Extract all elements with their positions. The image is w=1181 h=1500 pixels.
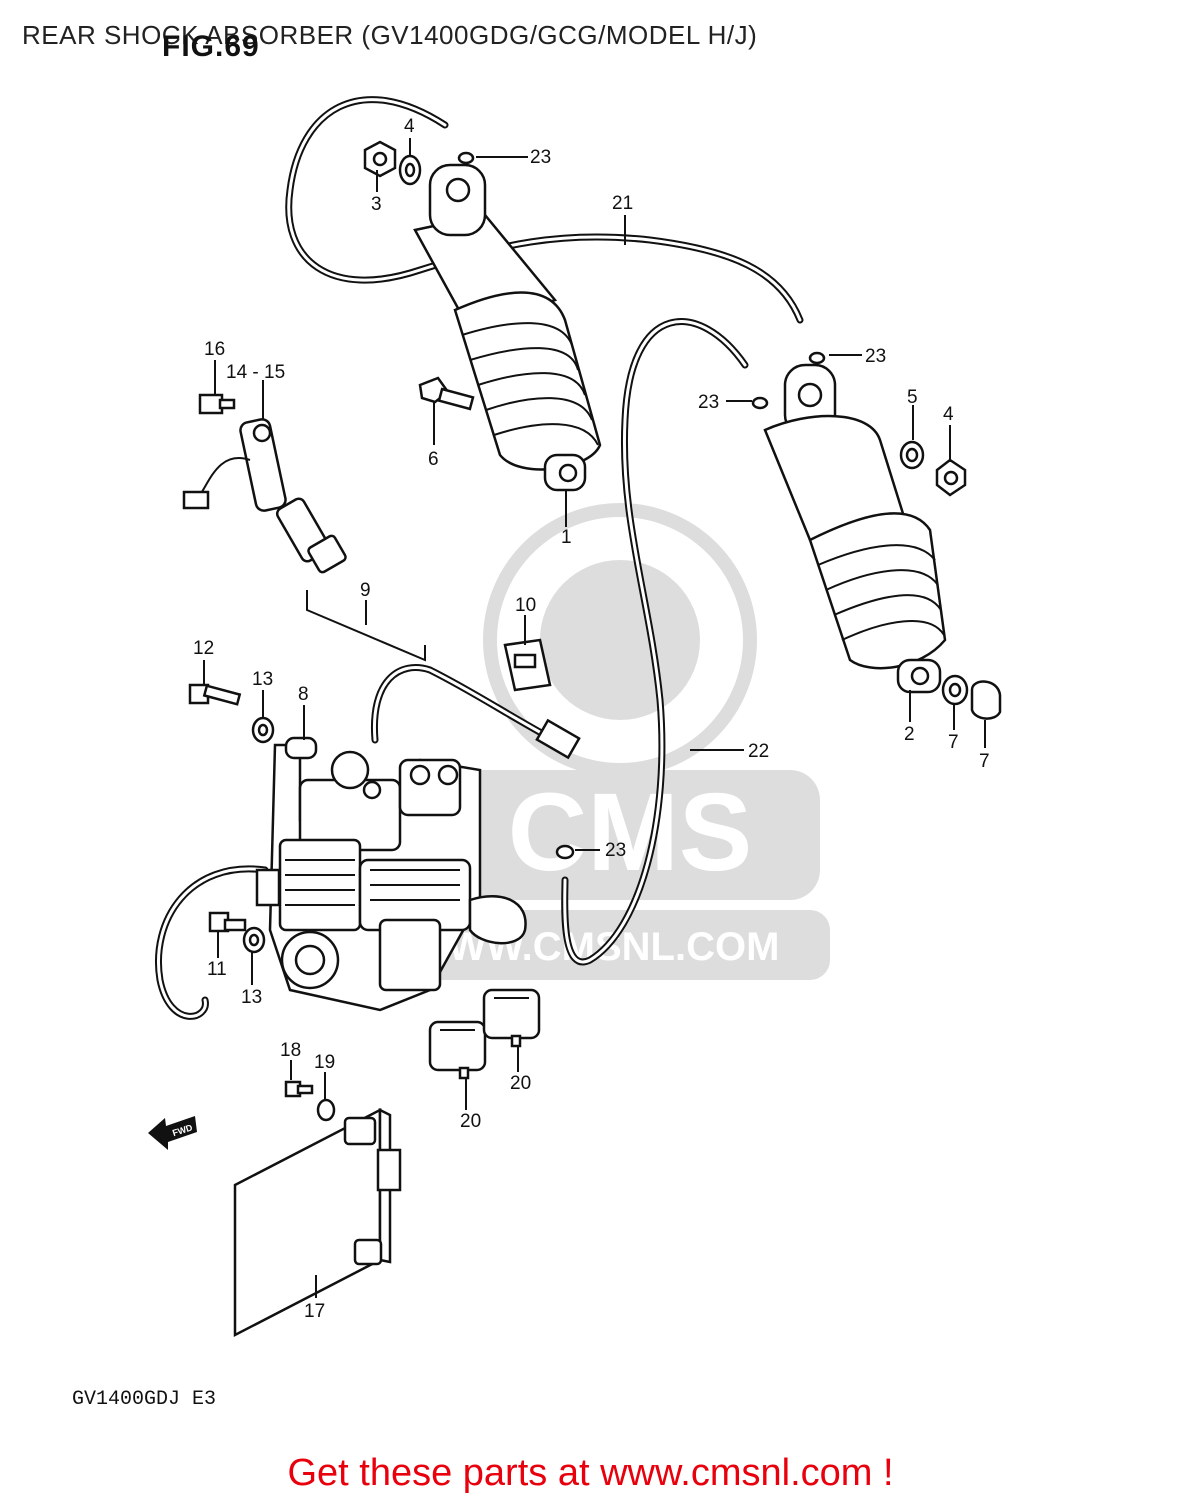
- callout-10: 10: [515, 595, 536, 616]
- bolt-11[interactable]: [208, 911, 247, 933]
- bracket-8[interactable]: [284, 736, 318, 760]
- callout-20-b: 20: [510, 1073, 531, 1094]
- callout-23-a: 23: [530, 147, 551, 168]
- callout-7: 7: [979, 751, 990, 772]
- compressor-assembly-9[interactable]: [255, 743, 527, 1012]
- figure-label: FIG.69: [162, 30, 260, 63]
- call-to-action-link[interactable]: Get these parts at www.cmsnl.com !: [287, 1452, 894, 1494]
- oring-23-b[interactable]: [808, 351, 826, 365]
- callout-11: 11: [207, 959, 227, 980]
- washer-13-a[interactable]: [251, 716, 275, 744]
- oring-23-a[interactable]: [457, 151, 475, 165]
- callout-23-d: 23: [605, 840, 626, 861]
- oring-23-d[interactable]: [555, 844, 575, 860]
- washer-19[interactable]: [316, 1098, 336, 1122]
- model-code: GV1400GDJ E3: [72, 1388, 217, 1411]
- relay-20-b[interactable]: [482, 988, 541, 1048]
- height-sensor-14-15[interactable]: [182, 418, 347, 574]
- washer-6[interactable]: [941, 674, 969, 706]
- hose-21: [285, 96, 804, 324]
- fwd-arrow-icon: FWD: [148, 1116, 197, 1150]
- callout-13-a: 13: [252, 669, 273, 690]
- callout-23-c: 23: [698, 392, 719, 413]
- callout-23-b: 23: [865, 346, 886, 367]
- callout-8: 8: [298, 684, 309, 705]
- hose-compressor-loop: [155, 865, 269, 1020]
- washer-4-right[interactable]: [899, 440, 925, 470]
- callout-3-b: 4: [943, 404, 954, 425]
- callout-18: 18: [280, 1040, 301, 1061]
- callout-13-b: 13: [241, 987, 262, 1008]
- cms-watermark-logo: CMS WWW.CMSNL.COM: [420, 503, 830, 980]
- cap-nut-7[interactable]: [970, 680, 1002, 720]
- pressure-switch-16[interactable]: [198, 393, 236, 415]
- callout-4-b: 5: [907, 387, 918, 408]
- screw-18[interactable]: [284, 1080, 314, 1098]
- bracket-10[interactable]: [503, 638, 552, 692]
- callout-9: 9: [360, 580, 371, 601]
- callout-5: 6: [428, 449, 439, 470]
- callout-4-a: 4: [404, 116, 415, 137]
- bolt-12[interactable]: [188, 683, 242, 706]
- page-title: REAR SHOCK ABSORBER (GV1400GDG/GCG/MODEL…: [22, 20, 758, 50]
- washer-4-top[interactable]: [398, 154, 422, 186]
- callout-12: 12: [193, 638, 214, 659]
- watermark-brand: CMS: [508, 771, 752, 894]
- callout-2: 2: [904, 724, 915, 745]
- hose-9: [370, 664, 581, 760]
- callout-21: 21: [612, 193, 633, 214]
- callout-3-a: 3: [371, 194, 382, 215]
- relay-20-a[interactable]: [428, 1020, 487, 1080]
- hose-22: [561, 318, 749, 966]
- callout-22: 22: [748, 741, 769, 762]
- nut-3-right[interactable]: [935, 458, 967, 497]
- washer-13-b[interactable]: [242, 926, 266, 954]
- callout-1: 1: [561, 527, 572, 548]
- callout-16: 16: [204, 339, 225, 360]
- callout-19: 19: [314, 1052, 335, 1073]
- oring-23-c[interactable]: [751, 396, 769, 410]
- callout-17: 17: [304, 1301, 325, 1322]
- nut-3-top[interactable]: [363, 140, 397, 178]
- rear-shock-absorber-2[interactable]: [763, 363, 947, 694]
- callout-20-a: 20: [460, 1111, 481, 1132]
- bolt-5[interactable]: [418, 376, 475, 411]
- callout-6: 7: [948, 732, 959, 753]
- rear-shock-absorber-1[interactable]: [413, 163, 602, 492]
- callout-14-15: 14 - 15: [226, 362, 285, 383]
- control-unit-17[interactable]: [233, 1107, 402, 1338]
